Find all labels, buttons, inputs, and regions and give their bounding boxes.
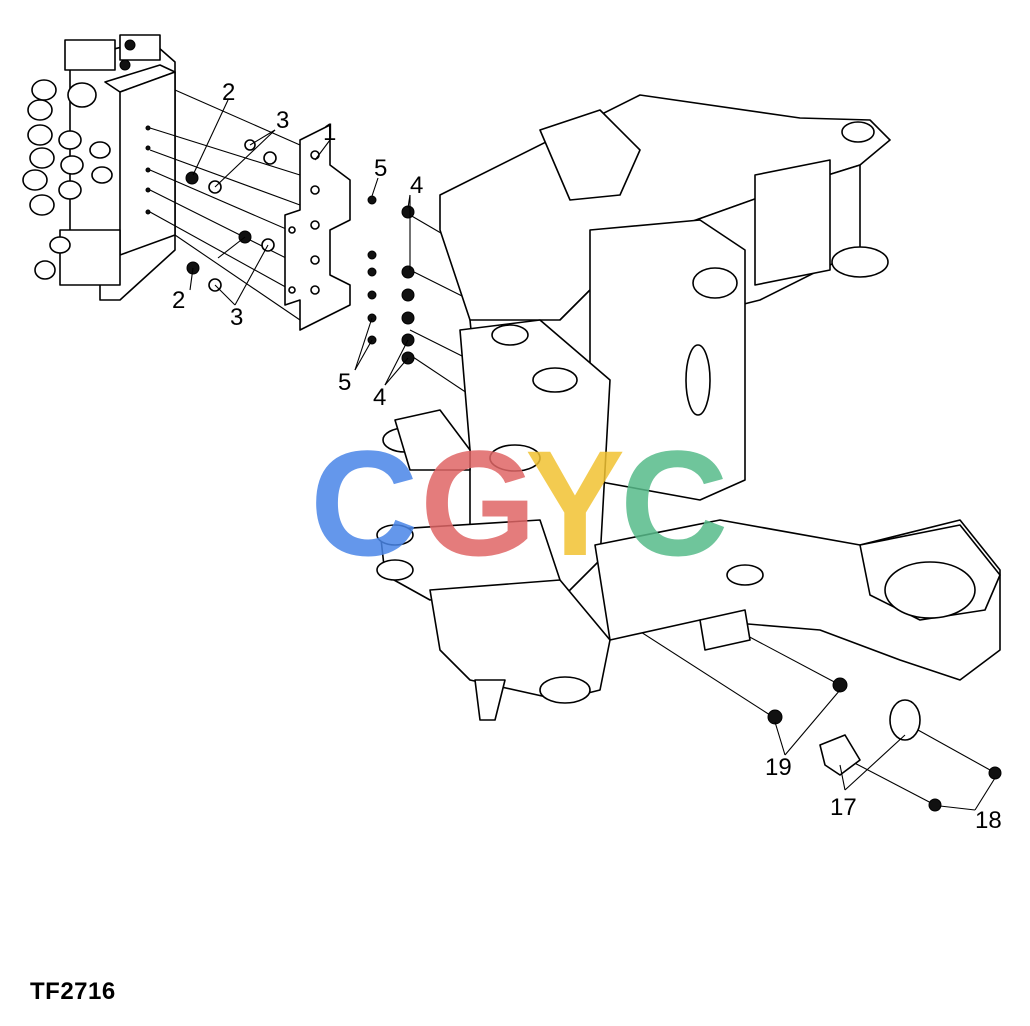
main-frame: [376, 94, 1001, 721]
callout-3-lower: 3: [230, 304, 243, 331]
mounting-plate: [284, 124, 351, 331]
lower-fasteners: [767, 677, 1002, 812]
callout-17: 17: [830, 794, 857, 821]
control-valve-assembly: [22, 34, 176, 301]
callout-4-upper: 4: [410, 172, 423, 199]
svg-text:G: G: [420, 419, 537, 587]
callout-labels: 1 2 2 3 3 4 4 5 5 17 18 19: [172, 79, 1002, 834]
callout-2-lower: 2: [172, 287, 185, 314]
svg-text:C: C: [620, 419, 728, 587]
callout-4-lower: 4: [373, 384, 386, 411]
svg-text:C: C: [310, 419, 418, 587]
figure-id-label: TF2716: [30, 978, 116, 1005]
callout-2-upper: 2: [222, 79, 235, 106]
callout-5-lower: 5: [338, 369, 351, 396]
callout-18: 18: [975, 807, 1002, 834]
callout-leaders: [189, 99, 996, 811]
watermark-logo: C G Y C: [310, 419, 728, 587]
fasteners: [185, 139, 415, 365]
assembly-leader-lines: [149, 89, 991, 806]
callout-3-upper: 3: [276, 107, 289, 134]
callout-19: 19: [765, 754, 792, 781]
svg-text:Y: Y: [525, 419, 625, 587]
callout-1: 1: [323, 119, 336, 146]
callout-5-upper: 5: [374, 155, 387, 182]
